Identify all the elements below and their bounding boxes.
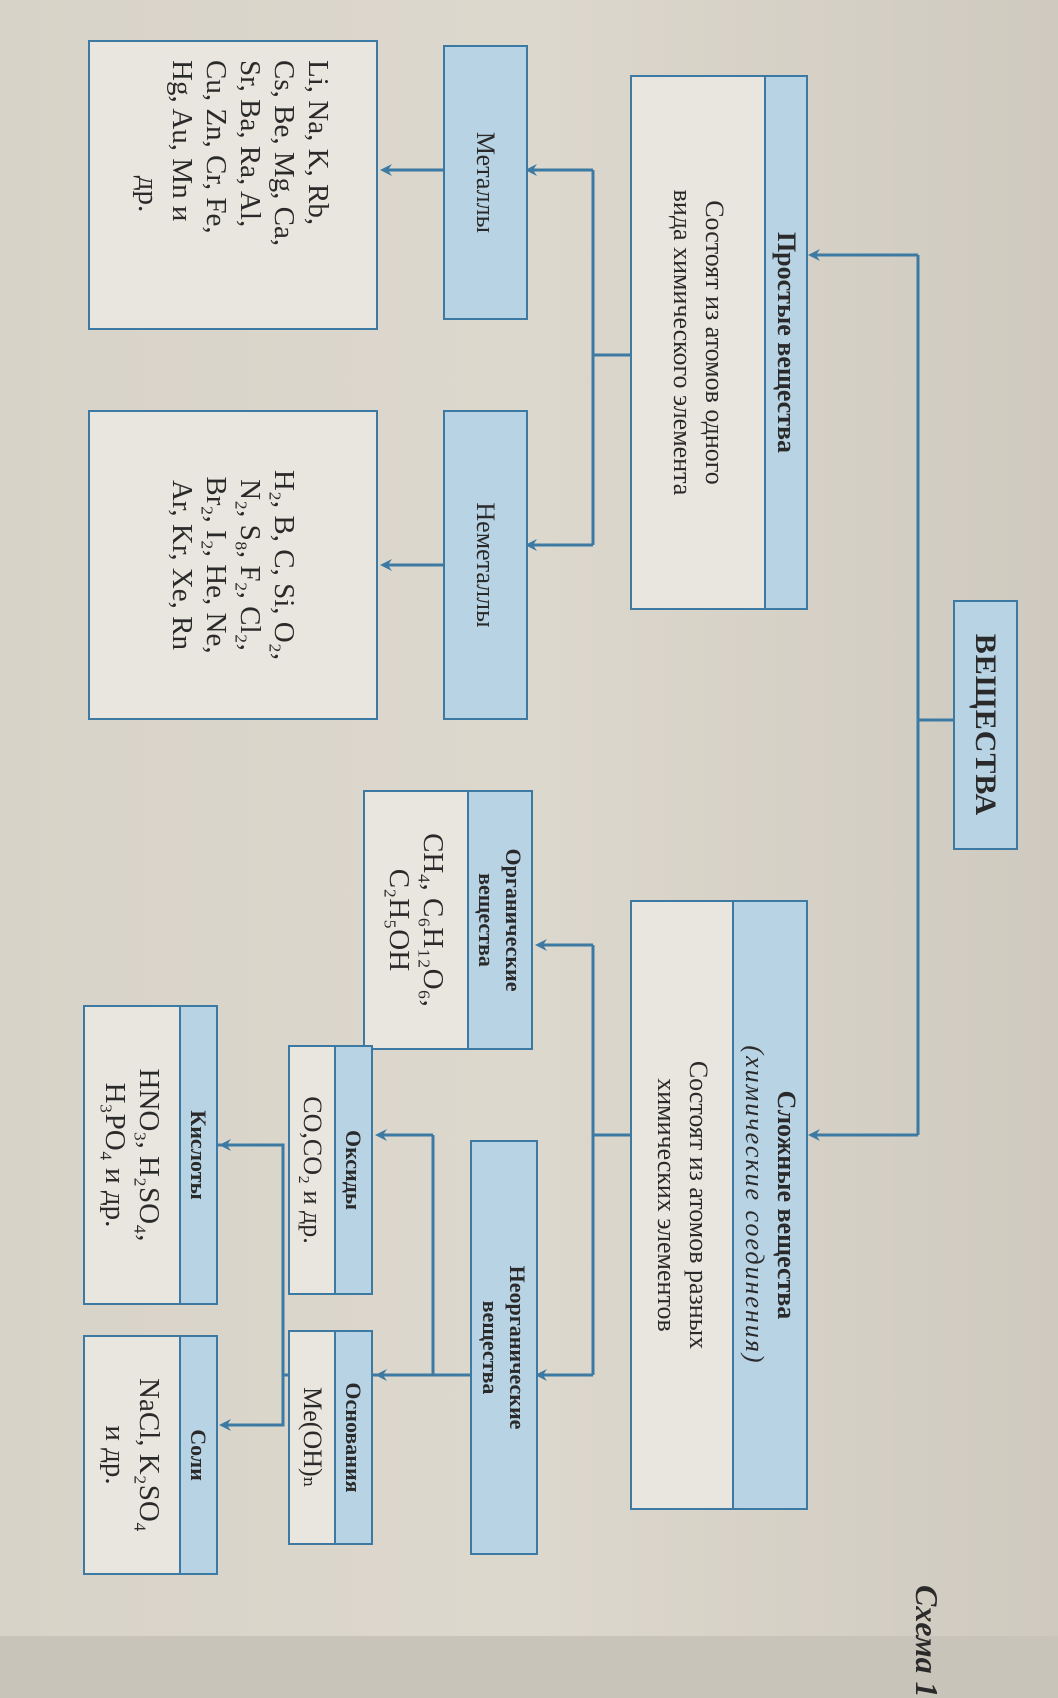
nonmetals-label: Неметаллы	[471, 502, 501, 628]
simple-desc-line-1: Состоят из атомов одного	[700, 200, 729, 485]
metals-example-line: Cs, Be, Mg, Ca,	[268, 60, 300, 247]
nonmetals-example-line: N₂, S₈, F₂, Cl₂,	[234, 479, 266, 651]
complex-substances-title: Сложные вещества	[772, 1090, 801, 1320]
complex-substances-subtitle: (химические соединения)	[740, 1045, 769, 1365]
simple-substances-box: Простые вещества Состоят из атомов одног…	[630, 75, 808, 610]
inorganic-title-line-2: вещества	[478, 1300, 503, 1395]
scheme-label: Схема 1	[909, 1585, 945, 1698]
nonmetals-examples-box: H₂, B, C, Si, O₂, N₂, S₈, F₂, Cl₂, Br₂, …	[88, 410, 378, 720]
organic-example-line-2: C₂H₅OH	[383, 868, 415, 972]
salts-example-line-2: и др.	[99, 1425, 131, 1485]
metals-example-line: др.	[132, 175, 164, 213]
connector-lines	[188, 164, 953, 1431]
oxides-title: Оксиды	[334, 1047, 371, 1293]
bases-box: Основания Me(OH)ₙ	[288, 1330, 373, 1545]
metals-examples-box: Li, Na, K, Rb, Cs, Be, Mg, Ca, Sr, Ba, R…	[88, 40, 378, 330]
salts-box: Соли NaCl, K₂SO₄ и др.	[83, 1335, 218, 1575]
metals-box: Металлы	[443, 45, 528, 320]
nonmetals-example-line: H₂, B, C, Si, O₂,	[268, 469, 300, 661]
root-box: ВЕЩЕСТВА	[953, 600, 1018, 850]
salts-example-line-1: NaCl, K₂SO₄	[133, 1378, 165, 1532]
complex-desc-line-1: Состоят из атомов разных	[684, 1060, 713, 1350]
acids-title: Кислоты	[179, 1007, 216, 1303]
inorganic-box: Неорганические вещества	[470, 1140, 538, 1555]
salts-title: Соли	[179, 1337, 216, 1573]
organic-box: Органические вещества CH₄, C₆H₁₂O₆, C₂H₅…	[363, 790, 533, 1050]
organic-title: Органические вещества	[467, 792, 531, 1048]
nonmetals-example-line: Br₂, I₂, He, Ne,	[200, 476, 232, 654]
simple-substances-title: Простые вещества	[764, 77, 806, 608]
metals-example-line: Sr, Ba, Ra, Al,	[234, 60, 266, 228]
acids-example-line-1: HNO₃, H₂SO₄,	[133, 1068, 165, 1242]
diagram-stage: ВЕЩЕСТВА Простые вещества Состоят из ато…	[83, 40, 1018, 1575]
complex-substances-box: Сложные вещества (химические соединения)…	[630, 900, 808, 1510]
root-label: ВЕЩЕСТВА	[969, 633, 1003, 817]
organic-example-line-1: CH₄, C₆H₁₂O₆,	[417, 833, 449, 1007]
organic-title-line-2: вещества	[474, 873, 499, 967]
nonmetals-box: Неметаллы	[443, 410, 528, 720]
complex-desc-line-2: химических элементов	[652, 1078, 681, 1332]
inorganic-title-line-1: Неорганические	[505, 1265, 530, 1430]
metals-label: Металлы	[471, 131, 501, 234]
bases-title: Основания	[334, 1332, 371, 1543]
organic-title-line-1: Органические	[501, 848, 526, 992]
metals-example-line: Hg, Au, Mn и	[166, 60, 198, 222]
metals-example-line: Cu, Zn, Cr, Fe,	[200, 60, 232, 234]
oxides-box: Оксиды CO,CO₂ и др.	[288, 1045, 373, 1295]
oxides-examples: CO,CO₂ и др.	[298, 1096, 327, 1244]
complex-substances-head: Сложные вещества (химические соединения)	[732, 902, 806, 1508]
acids-box: Кислоты HNO₃, H₂SO₄, H₃PO₄ и др.	[83, 1005, 218, 1305]
line-inorganic-to-salts	[219, 1375, 285, 1431]
acids-example-line-2: H₃PO₄ и др.	[99, 1082, 131, 1228]
scheme-label-wrap: Схема 1	[908, 1585, 945, 1698]
nonmetals-example-line: Ar, Kr, Xe, Rn	[166, 479, 198, 651]
bases-examples: Me(OH)ₙ	[298, 1387, 327, 1488]
simple-desc-line-2: вида химического элемента	[668, 189, 697, 496]
metals-example-line: Li, Na, K, Rb,	[302, 60, 334, 226]
